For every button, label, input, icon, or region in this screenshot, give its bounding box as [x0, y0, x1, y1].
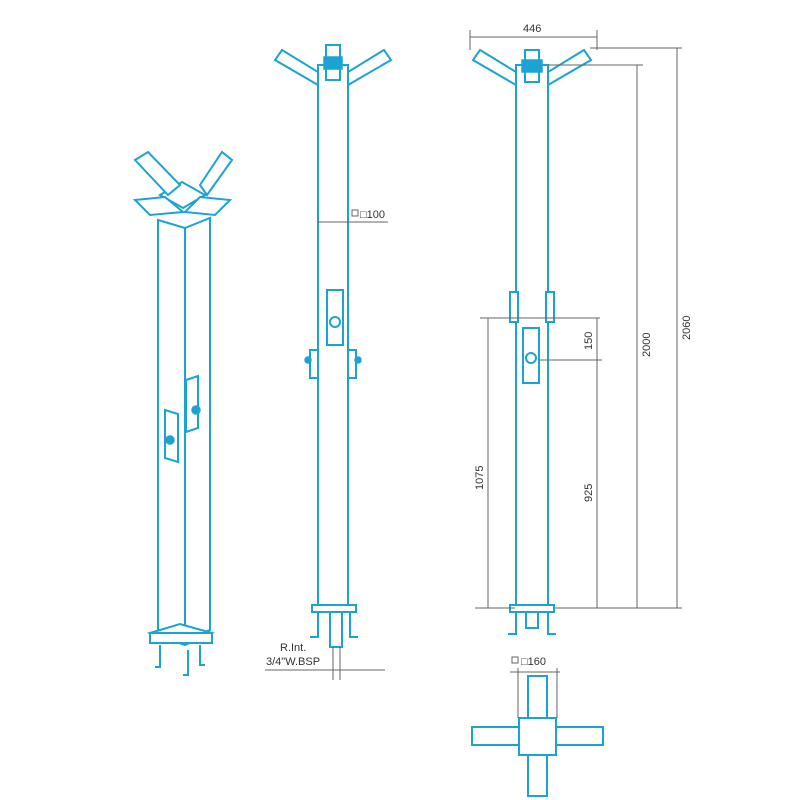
- front-view: □100 R.Int. 3/4"W.BSP: [265, 44, 393, 680]
- lower-valve-height-label: 925: [583, 484, 595, 502]
- isometric-view: [132, 150, 234, 676]
- side-view: 446 2060 2000 1075 925 150: [469, 23, 693, 635]
- base-section-label: □160: [521, 656, 546, 668]
- connection-label-2: 3/4"W.BSP: [266, 656, 320, 668]
- base-plan-view: □160: [471, 656, 604, 797]
- connection-label-1: R.Int.: [280, 642, 306, 654]
- arm-span-label: 446: [523, 23, 541, 35]
- arm-height-label: 2000: [641, 333, 653, 357]
- total-height-label: 2060: [681, 316, 693, 340]
- upper-valve-height-label: 1075: [474, 466, 486, 490]
- pole-section-label: □100: [360, 209, 385, 221]
- valve-spacing-label: 150: [583, 332, 595, 350]
